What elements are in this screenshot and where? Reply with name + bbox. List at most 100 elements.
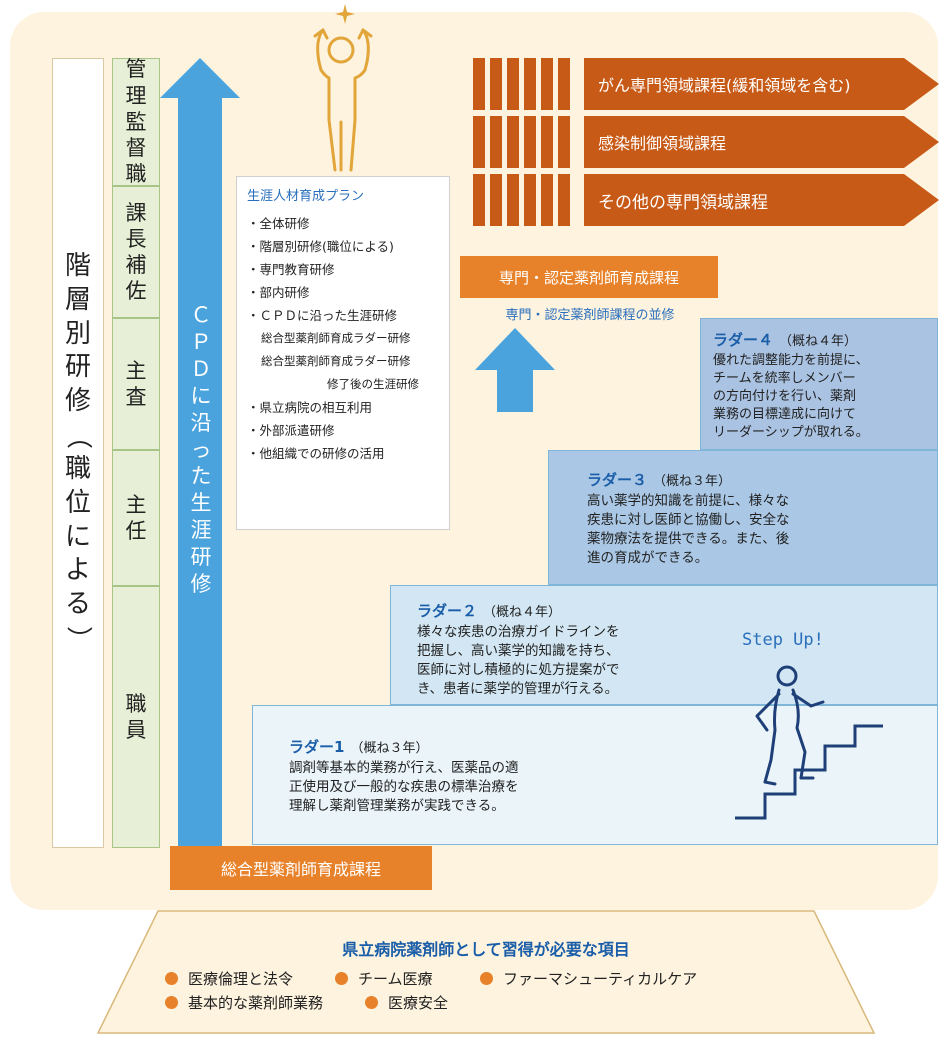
role-kanri: 管 理 監 督 職 (112, 57, 160, 187)
cpd-char: Ｃ (190, 303, 212, 328)
paren-close: ） (62, 625, 93, 652)
role-char: 主 (125, 492, 147, 517)
role-char: 査 (125, 385, 147, 409)
role-shokuin: 職 員 (112, 586, 160, 848)
role-char: 理 (125, 83, 147, 108)
required-item: チーム医療 (335, 968, 433, 989)
ladder-desc: 調剤等基本的業務が行え、医薬品の適 正使用及び一般的な疾患の標準治療を 理解し薬… (289, 760, 519, 814)
required-item: 医療倫理と法令 (165, 968, 293, 989)
role-char: 督 (125, 136, 147, 161)
role-shunin: 主 任 (112, 450, 160, 586)
course-gan: がん専門領域課程(緩和領域を含む) (598, 76, 851, 95)
course-arrows (584, 58, 939, 226)
required-item: 基本的な薬剤師業務 (165, 992, 323, 1013)
kaisou-char: 研 (64, 352, 91, 383)
cpd-up-arrow (160, 58, 240, 850)
cpd-char: Ｐ (190, 330, 212, 355)
role-char: 補 (125, 253, 147, 277)
course-arrow-1 (584, 58, 939, 110)
ladder-3-box: ラダー３ （概ね３年） 高い薬学的知識を前提に、様々な 疾患に対し医師と協働し、安… (548, 450, 938, 585)
bullet-icon (165, 972, 178, 985)
ladder-4-box: ラダー４（概ね４年） 優れた調整能力を前提に、 チームを統率しメンバー の方向付… (700, 318, 938, 450)
cpd-char: 修 (190, 571, 212, 596)
hierarchical-training-column: 階 層 別 研 修 （ 職 位 に よ る ） (52, 58, 104, 848)
role-char: 佐 (125, 279, 147, 304)
step-up-label: Step Up! (742, 630, 824, 650)
ladder-name: ラダー３ (587, 471, 648, 489)
plan-item: 修了後の生涯研修 (327, 377, 419, 391)
role-char: 主 (125, 358, 147, 383)
kaisou-char: 別 (64, 318, 91, 349)
ladder-1-box: ラダー1 （概ね３年） 調剤等基本的業務が行え、医薬品の適 正使用及び一般的な疾患… (252, 705, 938, 845)
specialist-course-box: 専門・認定薬剤師育成課程 (460, 256, 718, 298)
role-char: 管 (125, 57, 147, 82)
role-shusa: 主 査 (112, 318, 160, 450)
kaisou-char: に (64, 521, 91, 552)
cpd-char: 涯 (190, 518, 212, 543)
up-arrow-icon (475, 328, 555, 412)
kaisou-char: 位 (64, 487, 91, 518)
climbing-stairs-icon (735, 665, 883, 820)
ladder-desc: 高い薬学的知識を前提に、様々な 疾患に対し医師と協働し、安全な 薬物療法を提供で… (587, 493, 790, 566)
course-stripes (473, 58, 583, 226)
plan-item: 総合型薬剤師育成ラダー研修 (261, 354, 411, 368)
ladder-desc: 様々な疾患の治療ガイドラインを 把握し、高い薬学的知識を持ち、 医師に対し積極的… (417, 624, 620, 697)
plan-item: ・他組織での研修の活用 (247, 446, 385, 461)
ladder-2-box: ラダー２ （概ね４年） 様々な疾患の治療ガイドラインを 把握し、高い薬学的知識を持… (390, 585, 938, 705)
kaisou-char: 層 (64, 284, 91, 315)
role-char: 職 (125, 691, 147, 716)
plan-item: ・全体研修 (247, 216, 310, 231)
required-item: 医療安全 (365, 992, 448, 1013)
ladder-name: ラダー1 (289, 738, 345, 756)
plan-item: ・県立病院の相互利用 (247, 400, 373, 415)
roles-column: 管 理 監 督 職 課 長 補 佐 主 査 主 任 職 員 (112, 57, 160, 848)
required-items-title: 県立病院薬剤師として習得が必要な項目 (342, 940, 630, 959)
role-char: 員 (125, 718, 147, 742)
plan-item: ・専門教育研修 (247, 262, 335, 277)
kaisou-char: 修 (64, 386, 91, 417)
ladder-name: ラダー４ (713, 331, 774, 349)
plan-item: ・階層別研修(職位による) (247, 239, 394, 254)
bullet-icon (480, 972, 493, 985)
plan-item: ・ＣＰＤに沿った生涯研修 (247, 308, 398, 323)
ladder-years: （概ね４年） (483, 605, 562, 620)
plan-title: 生涯人材育成プラン (247, 189, 365, 204)
required-item-label: 基本的な薬剤師業務 (188, 994, 324, 1012)
ladder-years: （概ね３年） (653, 474, 732, 489)
ladder-years: （概ね４年） (779, 334, 858, 349)
kaisou-char: よ (64, 555, 91, 586)
required-item-label: 医療倫理と法令 (188, 970, 294, 988)
ladder-name: ラダー２ (417, 602, 478, 620)
specialist-parallel-label: 専門・認定薬剤師課程の並修 (505, 308, 675, 323)
kaisou-char: 階 (64, 251, 91, 282)
role-char: 監 (125, 109, 147, 134)
course-arrow-2 (584, 116, 939, 168)
role-char: 職 (125, 162, 147, 187)
cpd-char: っ (190, 437, 212, 462)
required-item-label: チーム医療 (358, 970, 433, 988)
role-char: 長 (125, 226, 147, 251)
ladder-years: （概ね３年） (350, 741, 429, 756)
plan-item: 総合型薬剤師育成ラダー研修 (261, 331, 411, 345)
cheering-person-icon (313, 4, 373, 172)
plan-item: ・外部派遣研修 (247, 423, 335, 438)
paren-open: （ (62, 422, 93, 450)
course-arrow-3 (584, 174, 939, 226)
bullet-icon (335, 972, 348, 985)
required-item: ファーマシューティカルケア (480, 968, 697, 989)
cpd-char: に (190, 383, 212, 408)
cpd-char: Ｄ (190, 356, 212, 381)
course-other: その他の専門領域課程 (598, 192, 768, 213)
plan-item: ・部内研修 (247, 285, 310, 300)
kaisou-char: 職 (64, 454, 91, 484)
cpd-char: た (190, 464, 212, 489)
bullet-icon (165, 996, 178, 1009)
role-char: 課 (125, 200, 147, 225)
required-item-label: 医療安全 (388, 994, 449, 1012)
role-kachohosa: 課 長 補 佐 (112, 186, 160, 318)
bullet-icon (365, 996, 378, 1009)
general-course-box: 総合型薬剤師育成課程 (170, 846, 432, 890)
kaisou-char: る (64, 589, 91, 620)
cpd-char: 研 (190, 545, 212, 570)
required-item-label: ファーマシューティカルケア (503, 970, 698, 988)
